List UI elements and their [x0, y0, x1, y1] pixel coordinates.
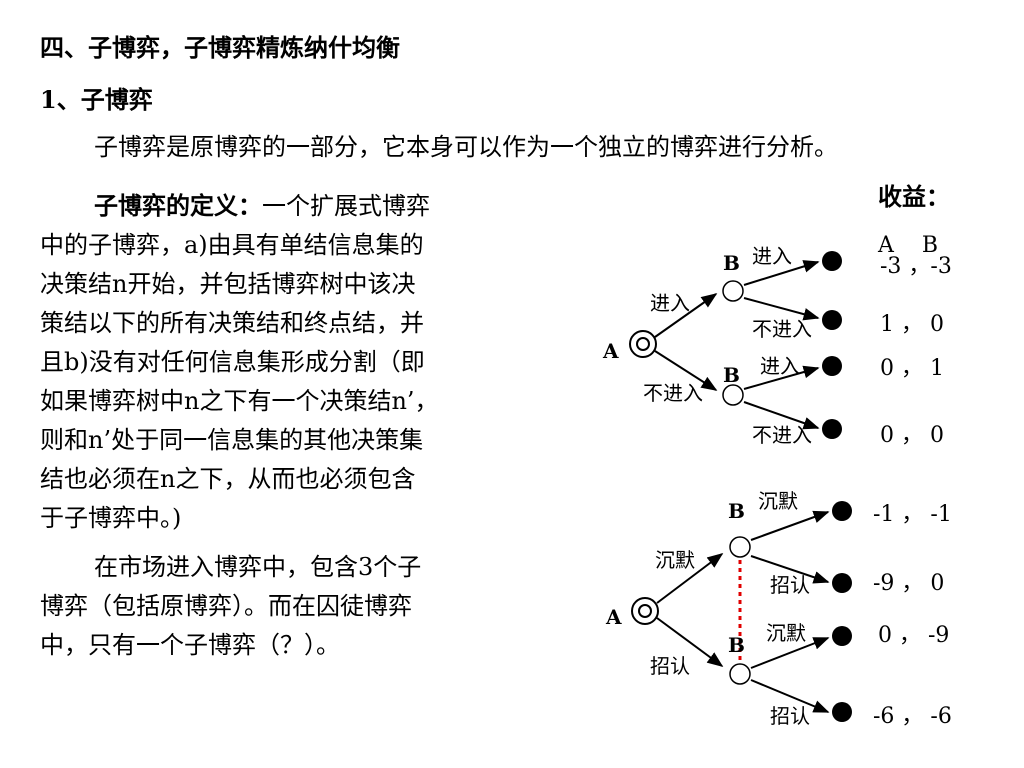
definition-paragraph: 子博弈的定义：一个扩展式博弈 中的子博弈，a)由具有单结信息集的 决策结n开始，…: [40, 186, 500, 538]
root-node-a-inner: [638, 604, 652, 618]
decision-node-b-upper: [729, 536, 751, 558]
payoff-value: -9 ， 0: [873, 571, 944, 596]
decision-node-b-upper: [722, 280, 744, 302]
prisoners-dilemma-tree: A B B 沉默 招认 沉默 招认 沉默 招认 -1 ， -1 -9 ， 0 0…: [605, 489, 952, 729]
payoff-value: 0 ， -9: [878, 623, 949, 648]
definition-term: 子博弈的定义：: [94, 191, 262, 220]
terminal-node: [822, 310, 842, 330]
terminal-node: [822, 419, 842, 439]
definition-line: 如果博弈树中n之下有一个决策结n’，: [40, 387, 439, 415]
action-label: 沉默: [758, 489, 798, 513]
player-label-b: B: [723, 251, 740, 275]
terminal-node: [832, 501, 852, 521]
action-label: 招认: [770, 704, 810, 728]
definition-line: 且b)没有对任何信息集形成分割（即: [40, 348, 425, 376]
intro-paragraph: 子博弈是原博弈的一部分，它本身可以作为一个独立的博弈进行分析。: [94, 133, 838, 161]
player-label-a: A: [602, 339, 619, 363]
definition-line: 决策结n开始，并包括博弈树中该决: [40, 270, 416, 298]
decision-node-b-lower: [729, 663, 751, 685]
payoff-value: 0 ， 1: [880, 356, 944, 381]
root-node-a-inner: [636, 337, 650, 351]
edge-b2-up: [750, 637, 830, 669]
player-label-b: B: [723, 363, 740, 387]
market-line: 博弈（包括原博弈）。而在囚徒博弈: [40, 592, 412, 620]
payoff-value: 0 ， 0: [880, 423, 944, 448]
market-entry-paragraph: 在市场进入博弈中，包含3个子 博弈（包括原博弈）。而在囚徒博弈 中，只有一个子博…: [40, 548, 500, 665]
action-label: 沉默: [655, 548, 695, 572]
definition-line: 于子博弈中。): [40, 504, 182, 532]
edge-b1-down: [743, 297, 820, 321]
definition-line: 子博弈的定义：一个扩展式博弈: [94, 191, 430, 220]
payoff-value: -6 ， -6: [873, 704, 952, 729]
player-label-b: B: [728, 499, 745, 523]
action-label: 招认: [650, 654, 690, 678]
action-label: 不进入: [752, 423, 812, 447]
edge-b1-down: [750, 555, 830, 584]
terminal-node: [832, 702, 852, 722]
payoff-value: -1 ， -1: [873, 502, 952, 527]
terminal-node: [832, 626, 852, 646]
subsection-title: 1、子博弈: [40, 85, 153, 114]
market-line: 中，只有一个子博弈（？）。: [40, 631, 340, 659]
edge-b2-up: [743, 365, 820, 390]
edge-root-down: [654, 350, 718, 391]
action-label: 进入: [650, 291, 690, 315]
player-label-a: A: [605, 605, 622, 629]
payoff-value: -3 ，-3: [880, 254, 952, 279]
action-label: 不进入: [752, 317, 812, 341]
edge-root-down: [656, 617, 724, 667]
payoff-value: 1 ， 0: [880, 312, 944, 337]
player-label-b: B: [728, 633, 745, 657]
edge-b2-down: [743, 401, 820, 430]
terminal-node: [822, 356, 842, 376]
payoff-header: A B: [877, 233, 938, 258]
definition-line: 则和n’处于同一信息集的其他决策集: [40, 426, 424, 454]
payoff-title: 收益：: [878, 182, 950, 211]
edge-root-up: [656, 553, 724, 604]
terminal-node: [822, 251, 842, 271]
action-label: 不进入: [643, 381, 703, 405]
terminal-node: [832, 573, 852, 593]
action-label: 沉默: [766, 621, 806, 645]
action-label: 进入: [760, 354, 800, 378]
definition-line: 策结以下的所有决策结和终点结，并: [40, 309, 424, 337]
definition-line: 结也必须在n之下，从而也必须包含: [40, 465, 416, 493]
market-entry-tree: 收益： A B A B B 进入 不进入 进入 不进入 进入 不进入 -3 ，-…: [602, 182, 952, 448]
edge-b1-up: [750, 510, 830, 541]
market-line: 在市场进入博弈中，包含3个子: [94, 553, 422, 581]
edge-b2-down: [750, 679, 830, 713]
definition-line: 中的子博弈，a)由具有单结信息集的: [40, 231, 424, 259]
decision-node-b-lower: [722, 384, 744, 406]
action-label: 招认: [770, 573, 810, 597]
action-label: 进入: [752, 244, 792, 268]
edge-root-up: [654, 293, 718, 338]
edge-b1-up: [743, 260, 820, 286]
section-title: 四、子博弈，子博弈精炼纳什均衡: [40, 33, 400, 62]
